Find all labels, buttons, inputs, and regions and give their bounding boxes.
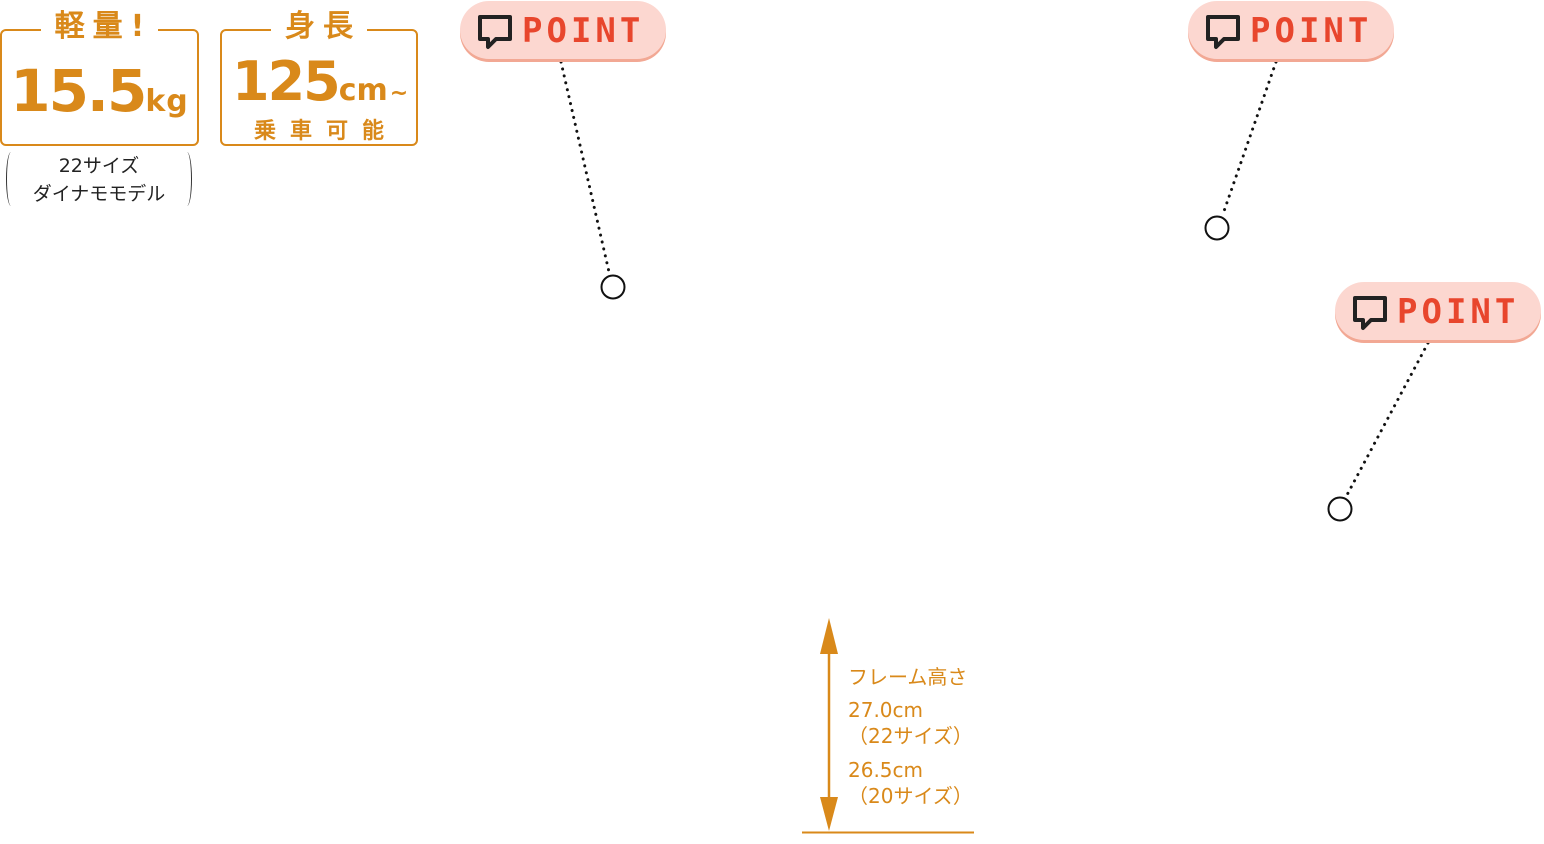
point-button-2[interactable]: POINT [1188, 1, 1394, 59]
height-tilde: ~ [389, 81, 409, 106]
weight-badge: 軽量! 15.5kg [0, 9, 199, 146]
frame-height-label: フレーム高さ [848, 665, 968, 689]
point-label-2: POINT [1250, 11, 1373, 51]
leader-line-3 [1345, 341, 1430, 497]
weight-note: 22サイズ ダイナモモデル [6, 152, 192, 210]
speech-bubble-icon [1353, 296, 1387, 330]
weight-note-line2: ダイナモモデル [32, 183, 166, 205]
speech-bubble-icon [478, 15, 512, 49]
height-value: 125cm~ [232, 53, 408, 123]
height-number: 125 [232, 50, 341, 113]
frame-arrow-head-down [820, 797, 838, 831]
leader-line-2 [1221, 60, 1278, 216]
leader-line-1 [559, 60, 611, 274]
height-badge: 身長 125cm~ 乗車可能 [220, 9, 418, 146]
callout-circle-2 [1204, 215, 1230, 241]
paren-right [182, 152, 192, 206]
weight-value: 15.5kg [2, 59, 197, 134]
frame-height-value-22: 27.0cm [848, 698, 924, 722]
point-button-1[interactable]: POINT [460, 1, 666, 59]
point-button-3[interactable]: POINT [1335, 282, 1541, 340]
weight-badge-title: 軽量! [40, 9, 159, 44]
frame-height-size-20: （20サイズ） [848, 784, 973, 808]
speech-bubble-icon [1206, 15, 1240, 49]
point-label-3: POINT [1397, 292, 1520, 332]
weight-note-line1: 22サイズ [58, 155, 140, 177]
frame-height-size-22: （22サイズ） [848, 724, 973, 748]
weight-number: 15.5 [10, 57, 147, 125]
paren-left [6, 152, 16, 206]
callout-circle-3 [1327, 496, 1353, 522]
height-unit: cm [338, 73, 388, 108]
weight-unit: kg [145, 84, 189, 119]
point-label-1: POINT [522, 11, 645, 51]
height-sub: 乗車可能 [253, 119, 398, 144]
frame-arrow-head-up [820, 618, 838, 654]
callout-circle-1 [600, 274, 626, 300]
height-badge-title: 身長 [271, 9, 367, 44]
frame-height-value-20: 26.5cm [848, 758, 924, 782]
